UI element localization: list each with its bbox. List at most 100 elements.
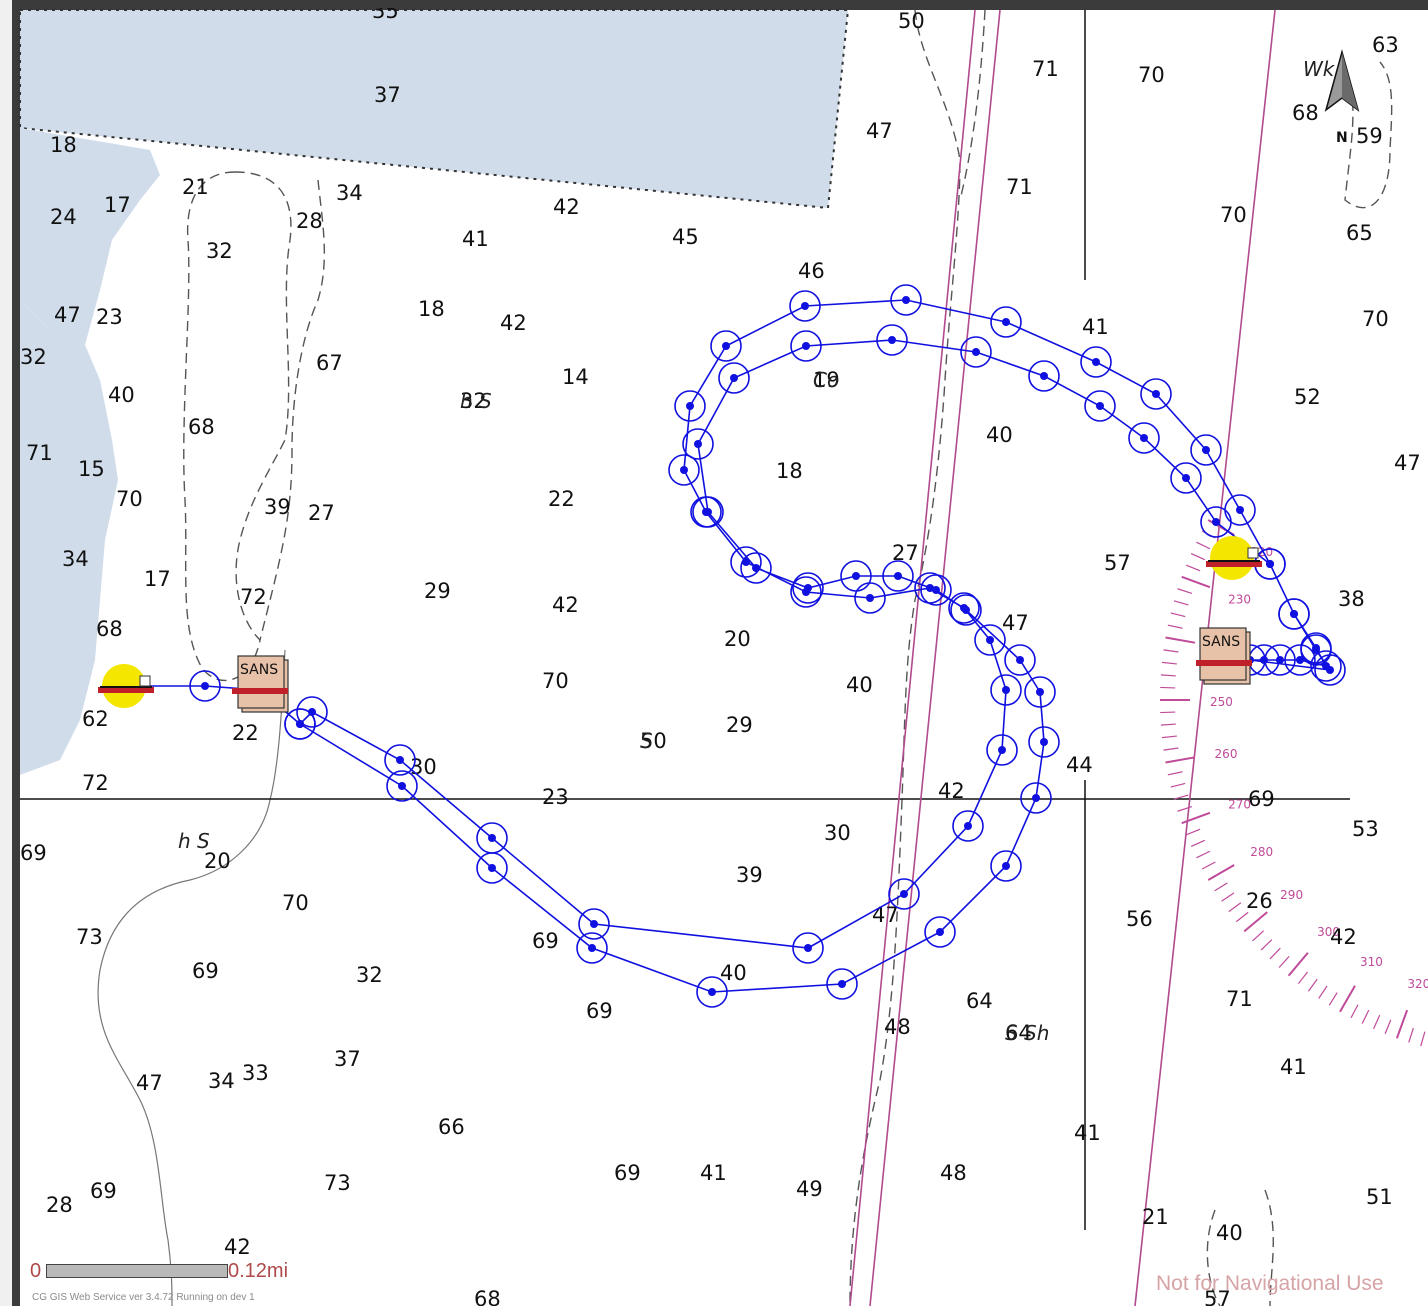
compass-tick bbox=[1185, 828, 1201, 836]
waypoint-icon[interactable] bbox=[692, 496, 724, 528]
sans-marker-east[interactable]: SANS bbox=[1196, 627, 1252, 685]
waypoint-icon[interactable] bbox=[1200, 506, 1232, 538]
waypoint-icon[interactable] bbox=[990, 674, 1022, 706]
compass-tick bbox=[1181, 811, 1211, 825]
sans-marker-west[interactable]: SANS bbox=[232, 655, 289, 713]
waypoint-icon[interactable] bbox=[990, 306, 1022, 338]
waypoint-icon[interactable] bbox=[1140, 378, 1172, 410]
waypoint-icon[interactable] bbox=[682, 428, 714, 460]
waypoint-icon[interactable] bbox=[890, 284, 922, 316]
waypoint-icon[interactable] bbox=[789, 290, 821, 322]
depth-sounding: 27 bbox=[308, 501, 335, 525]
waypoint-icon[interactable] bbox=[792, 932, 824, 964]
waypoint-icon[interactable] bbox=[1028, 726, 1060, 758]
waypoint-icon[interactable] bbox=[710, 330, 742, 362]
waypoint-icon[interactable] bbox=[792, 572, 824, 604]
waypoint-icon[interactable] bbox=[986, 734, 1018, 766]
depth-sounding: 32 bbox=[356, 963, 383, 987]
compass-degree-label: 320 bbox=[1407, 977, 1428, 991]
depth-sounding: 57 bbox=[1104, 551, 1131, 575]
compass-tick bbox=[1167, 771, 1183, 776]
waypoint-icon[interactable] bbox=[826, 968, 858, 1000]
waypoint-icon[interactable] bbox=[718, 362, 750, 394]
depth-sounding: 51 bbox=[1366, 1185, 1393, 1209]
waypoint-icon[interactable] bbox=[840, 560, 872, 592]
waypoint-icon[interactable] bbox=[386, 770, 418, 802]
waypoint-icon[interactable] bbox=[1284, 644, 1316, 676]
waypoint-dot bbox=[1002, 862, 1010, 870]
waypoint-icon[interactable] bbox=[920, 574, 952, 606]
bottom-label-hs-2: h S bbox=[178, 829, 210, 853]
compass-degree-label: 310 bbox=[1360, 955, 1383, 969]
waypoint-dot bbox=[1002, 318, 1010, 326]
waypoint-icon[interactable] bbox=[990, 850, 1022, 882]
left-panel-edge bbox=[0, 0, 14, 1306]
compass-tick bbox=[1167, 624, 1183, 629]
depth-sounding: 63 bbox=[1372, 33, 1399, 57]
compass-tick bbox=[1278, 955, 1290, 968]
compass-tick bbox=[1287, 952, 1309, 977]
depth-sounding: 46 bbox=[798, 259, 825, 283]
waypoint-icon[interactable] bbox=[888, 878, 920, 910]
waypoint-icon[interactable] bbox=[952, 810, 984, 842]
waypoint-icon[interactable] bbox=[576, 932, 608, 964]
waypoint-icon[interactable] bbox=[1128, 422, 1160, 454]
depth-sounding: 22 bbox=[548, 487, 575, 511]
waypoint-icon[interactable] bbox=[189, 670, 221, 702]
waypoint-icon[interactable] bbox=[1028, 360, 1060, 392]
waypoint-icon[interactable] bbox=[960, 336, 992, 368]
vessel-marker-west[interactable] bbox=[98, 664, 154, 708]
compass-tick bbox=[1207, 864, 1235, 881]
compass-tick bbox=[1214, 882, 1228, 892]
waypoint-icon[interactable] bbox=[674, 390, 706, 422]
waypoint-icon[interactable] bbox=[668, 454, 700, 486]
waypoint-icon[interactable] bbox=[1020, 782, 1052, 814]
waypoint-icon[interactable] bbox=[696, 976, 728, 1008]
waypoint-icon[interactable] bbox=[1004, 644, 1036, 676]
waypoint-icon[interactable] bbox=[1278, 598, 1310, 630]
waypoint-icon[interactable] bbox=[1310, 650, 1342, 682]
waypoint-icon[interactable] bbox=[730, 546, 762, 578]
waypoint-icon[interactable] bbox=[1084, 390, 1116, 422]
waypoint-icon[interactable] bbox=[578, 908, 610, 940]
compass-degree-label: 300 bbox=[1317, 925, 1340, 939]
waypoint-icon[interactable] bbox=[284, 708, 316, 740]
waypoint-icon[interactable] bbox=[1024, 676, 1056, 708]
scale-bar-graphic bbox=[46, 1264, 228, 1278]
depth-sounding: 20 bbox=[724, 627, 751, 651]
waypoint-icon[interactable] bbox=[790, 576, 822, 608]
waypoint-icon[interactable] bbox=[974, 624, 1006, 656]
land-area-north bbox=[19, 9, 850, 210]
compass-tick bbox=[1177, 588, 1193, 594]
waypoint-icon[interactable] bbox=[882, 560, 914, 592]
waypoint-icon[interactable] bbox=[384, 744, 416, 776]
compass-tick bbox=[1170, 612, 1186, 618]
depth-sounding: 69 bbox=[614, 1161, 641, 1185]
waypoint-icon[interactable] bbox=[1170, 462, 1202, 494]
vessel-marker-east[interactable] bbox=[1206, 536, 1262, 580]
waypoint-icon[interactable] bbox=[876, 324, 908, 356]
waypoint-icon[interactable] bbox=[1080, 346, 1112, 378]
waypoint-icon[interactable] bbox=[948, 592, 980, 624]
waypoint-icon[interactable] bbox=[924, 916, 956, 948]
left-border bbox=[12, 0, 20, 1306]
waypoint-dot bbox=[1266, 560, 1274, 568]
compass-tick bbox=[1307, 978, 1318, 992]
waypoint-icon[interactable] bbox=[1190, 434, 1222, 466]
depth-sounding: 41 bbox=[1280, 1055, 1307, 1079]
waypoint-dot bbox=[588, 944, 596, 952]
land-area-west bbox=[20, 300, 118, 775]
waypoint-icon[interactable] bbox=[950, 594, 982, 626]
compass-tick bbox=[1384, 1019, 1392, 1035]
depth-sounding: 29 bbox=[424, 579, 451, 603]
waypoint-icon[interactable] bbox=[476, 852, 508, 884]
waypoint-icon[interactable] bbox=[1300, 634, 1332, 666]
waypoint-icon[interactable] bbox=[790, 330, 822, 362]
compass-tick bbox=[1420, 1031, 1426, 1047]
depth-sounding: 23 bbox=[542, 785, 569, 809]
waypoint-dot bbox=[704, 508, 712, 516]
waypoint-icon[interactable] bbox=[740, 552, 772, 584]
waypoint-icon[interactable] bbox=[296, 696, 328, 728]
